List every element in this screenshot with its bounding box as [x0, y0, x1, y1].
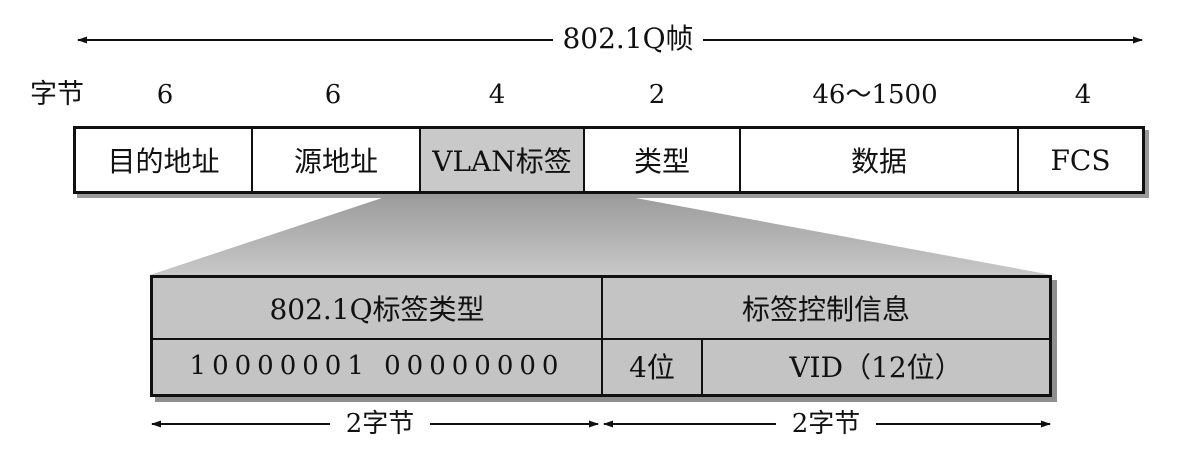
field-data: 数据	[741, 129, 1019, 191]
byte-count-src: 6	[324, 80, 342, 110]
byte-count-tag: 4	[488, 80, 506, 110]
field-fcs: FCS	[1050, 143, 1111, 177]
frame-title: 802.1Q帧	[553, 24, 703, 54]
detail-value-row: 10000001 00000000 4位 VID（12位）	[153, 338, 1049, 394]
detail-header-row: 802.1Q标签类型 标签控制信息	[153, 278, 1049, 340]
field-dest-address: 目的地址	[76, 129, 253, 191]
priority-field: 4位	[603, 338, 703, 394]
byte-count-data: 46～1500	[812, 80, 938, 110]
tag-type-header: 802.1Q标签类型	[153, 278, 603, 338]
field-src-address: 源地址	[253, 129, 421, 191]
field-type: 类型	[585, 129, 741, 191]
expansion-wedge	[150, 196, 1052, 275]
field-vlan-tag: VLAN标签	[421, 129, 585, 191]
byte-count-type: 2	[648, 80, 666, 110]
control-span-label: 2字节	[776, 409, 876, 439]
type-span-label: 2字节	[330, 409, 430, 439]
tag-control-header: 标签控制信息	[741, 293, 910, 326]
frame-fields: 目的地址 源地址 VLAN标签 类型 数据 FCS	[73, 126, 1145, 194]
vid-field: VID（12位）	[789, 351, 963, 384]
byte-count-dest: 6	[156, 80, 174, 110]
vlan-tag-detail: 802.1Q标签类型 标签控制信息 10000001 00000000 4位 V…	[150, 275, 1052, 397]
tag-type-bits: 10000001 00000000	[153, 338, 603, 394]
byte-count-fcs: 4	[1074, 80, 1092, 110]
bytes-label: 字节	[30, 79, 84, 110]
